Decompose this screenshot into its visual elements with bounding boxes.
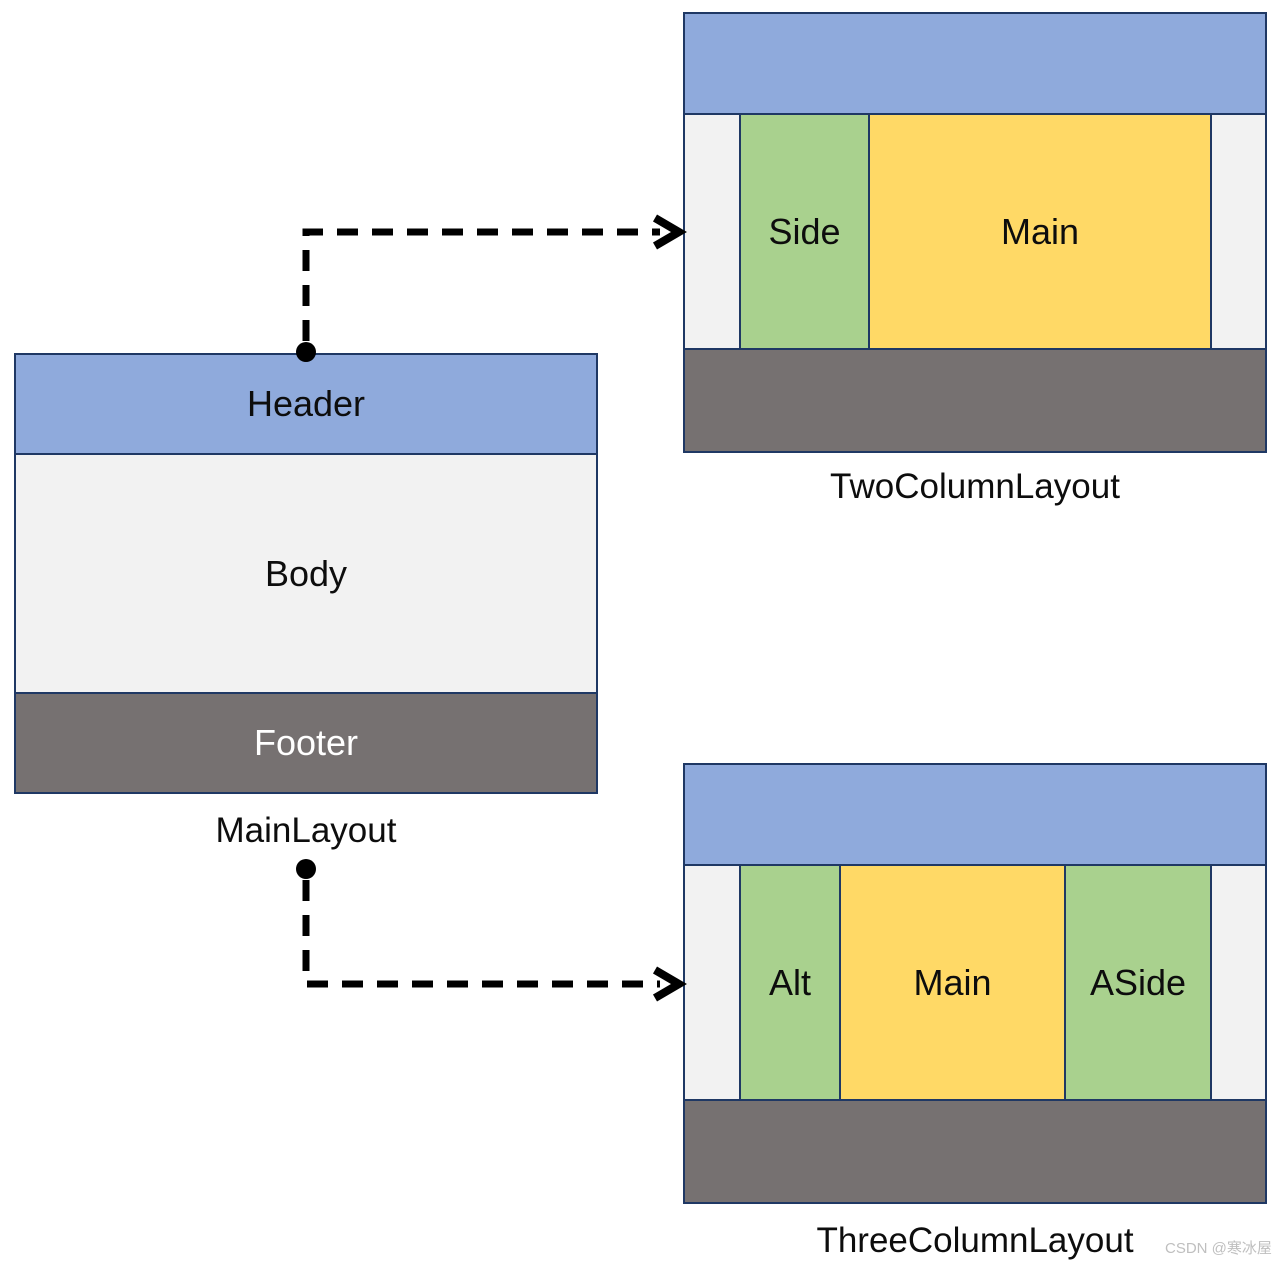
three-column-layout-aside-label: ASide [1089, 961, 1187, 1003]
main-layout-caption: MainLayout [215, 811, 397, 850]
two-column-layout-side-column: Side [739, 115, 870, 348]
two-column-layout-caption: TwoColumnLayout [830, 467, 1120, 506]
main-layout-header-label: Header [246, 383, 366, 424]
three-column-layout-main-label: Main [913, 961, 992, 1003]
three-column-layout-box: Alt Main ASide [683, 763, 1267, 1204]
three-column-layout-caption: ThreeColumnLayout [816, 1221, 1134, 1260]
two-column-layout-main-column: Main [870, 115, 1212, 348]
two-column-layout-main-label: Main [1000, 210, 1080, 252]
connector-mainlayout-to-twocolumnlayout [296, 214, 687, 362]
csdn-watermark: CSDN @寒冰屋 [1165, 1240, 1272, 1257]
two-column-layout-footer-section [685, 348, 1265, 451]
main-layout-body-section: Body [16, 455, 596, 692]
three-column-layout-footer-section [685, 1099, 1265, 1202]
two-column-layout-body-section: Side Main [685, 115, 1265, 348]
main-layout-body-label: Body [264, 552, 348, 594]
three-column-layout-body-section: Alt Main ASide [685, 866, 1265, 1099]
main-layout-box: Header Body Footer [14, 353, 598, 794]
main-layout-footer-label: Footer [253, 722, 359, 763]
main-layout-footer-section: Footer [16, 692, 596, 792]
two-column-layout-box: Side Main [683, 12, 1267, 453]
dashed-elbow-line [302, 880, 660, 988]
two-column-layout-side-label: Side [768, 210, 841, 252]
arrowhead-icon [652, 214, 687, 250]
three-column-layout-alt-label: Alt [768, 961, 811, 1003]
three-column-layout-alt-column: Alt [739, 866, 841, 1099]
connector-mainlayout-to-threecolumnlayout [296, 859, 687, 1002]
three-column-layout-aside-column: ASide [1066, 866, 1212, 1099]
three-column-layout-header-section [685, 765, 1265, 866]
three-column-layout-main-column: Main [841, 866, 1066, 1099]
connector-start-dot-icon [296, 859, 316, 879]
main-layout-header-section: Header [16, 355, 596, 455]
arrowhead-icon [652, 966, 687, 1002]
dashed-elbow-line [302, 228, 660, 341]
two-column-layout-header-section [685, 14, 1265, 115]
